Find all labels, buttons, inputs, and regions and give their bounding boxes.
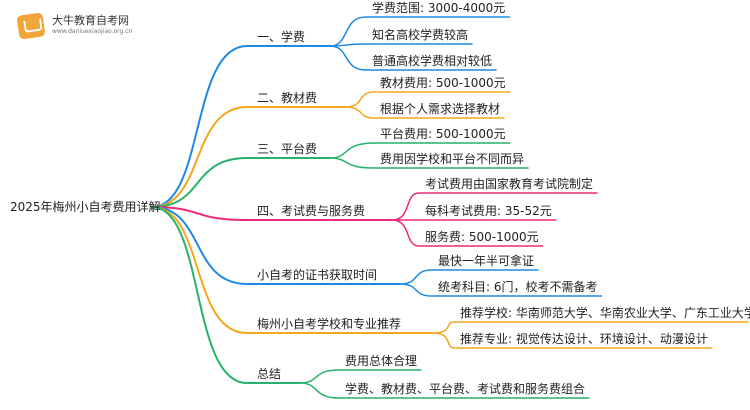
branch-connector: [151, 157, 331, 208]
leaf-connector: [329, 45, 497, 71]
leaf-connector: [299, 369, 422, 384]
branch-connector: [151, 206, 393, 221]
leaf-connector: [344, 91, 511, 108]
leaf-connector: [432, 332, 713, 349]
site-logo: 大牛教育自考网 www.daniuexiaojiao.org.cn: [16, 12, 158, 42]
branch-label: 梅州小自考学校和专业推荐: [257, 317, 402, 331]
leaf-connector: [391, 192, 598, 221]
leaf-connector: [329, 16, 511, 47]
leaf-connector: [399, 269, 539, 285]
leaf-label: 教材费用: 500-1000元: [380, 76, 506, 90]
leaf-connector: [329, 43, 473, 47]
leaf-label: 服务费: 500-1000元: [425, 230, 539, 244]
branch-connector: [151, 206, 301, 384]
leaf-label: 学费、教材费、平台费、考试费和服务费组合: [345, 382, 586, 396]
leaf-label: 推荐学校: 华南师范大学、华南农业大学、广东工业大学: [460, 306, 750, 320]
leaf-connector: [329, 157, 529, 169]
branch-label: 总结: [257, 367, 282, 381]
leaf-label: 普通高校学费相对较低: [372, 54, 493, 68]
root-node: 2025年梅州小自考费用详解: [10, 200, 161, 214]
leaf-label: 知名高校学费较高: [372, 28, 469, 42]
branch-label: 三、平台费: [257, 142, 318, 156]
leaf-connector: [391, 219, 544, 247]
leaf-label: 费用总体合理: [345, 354, 418, 368]
leaf-connector: [344, 106, 505, 119]
branch-label: 四、考试费与服务费: [257, 204, 366, 218]
branch-label: 小自考的证书获取时间: [257, 268, 378, 282]
logo-url: www.daniuexiaojiao.org.cn: [52, 28, 133, 35]
branch-connector: [151, 106, 346, 208]
branch-connector: [151, 45, 331, 208]
leaf-connector: [299, 382, 590, 399]
leaf-label: 学费范围: 3000-4000元: [372, 1, 506, 15]
leaf-label: 统考科目: 6门，校考不需备考: [438, 280, 598, 294]
leaf-label: 费用因学校和平台不同而异: [380, 152, 525, 166]
leaf-connector: [399, 283, 603, 297]
leaf-label: 考试费用由国家教育考试院制定: [425, 177, 594, 191]
leaf-connector: [432, 321, 749, 334]
branch-connector: [151, 206, 434, 334]
branch-connector: [151, 206, 401, 285]
leaf-label: 推荐专业: 视觉传达设计、环境设计、动漫设计: [460, 332, 708, 346]
branch-label: 二、教材费: [257, 91, 318, 105]
leaf-label: 根据个人需求选择教材: [380, 102, 501, 116]
logo-title: 大牛教育自考网: [52, 14, 129, 27]
branch-label: 一、学费: [257, 30, 306, 44]
leaf-label: 平台费用: 500-1000元: [380, 127, 506, 141]
leaf-label: 每科考试费用: 35-52元: [425, 204, 552, 218]
leaf-connector: [329, 142, 511, 159]
leaf-label: 最快一年半可拿证: [438, 254, 535, 268]
